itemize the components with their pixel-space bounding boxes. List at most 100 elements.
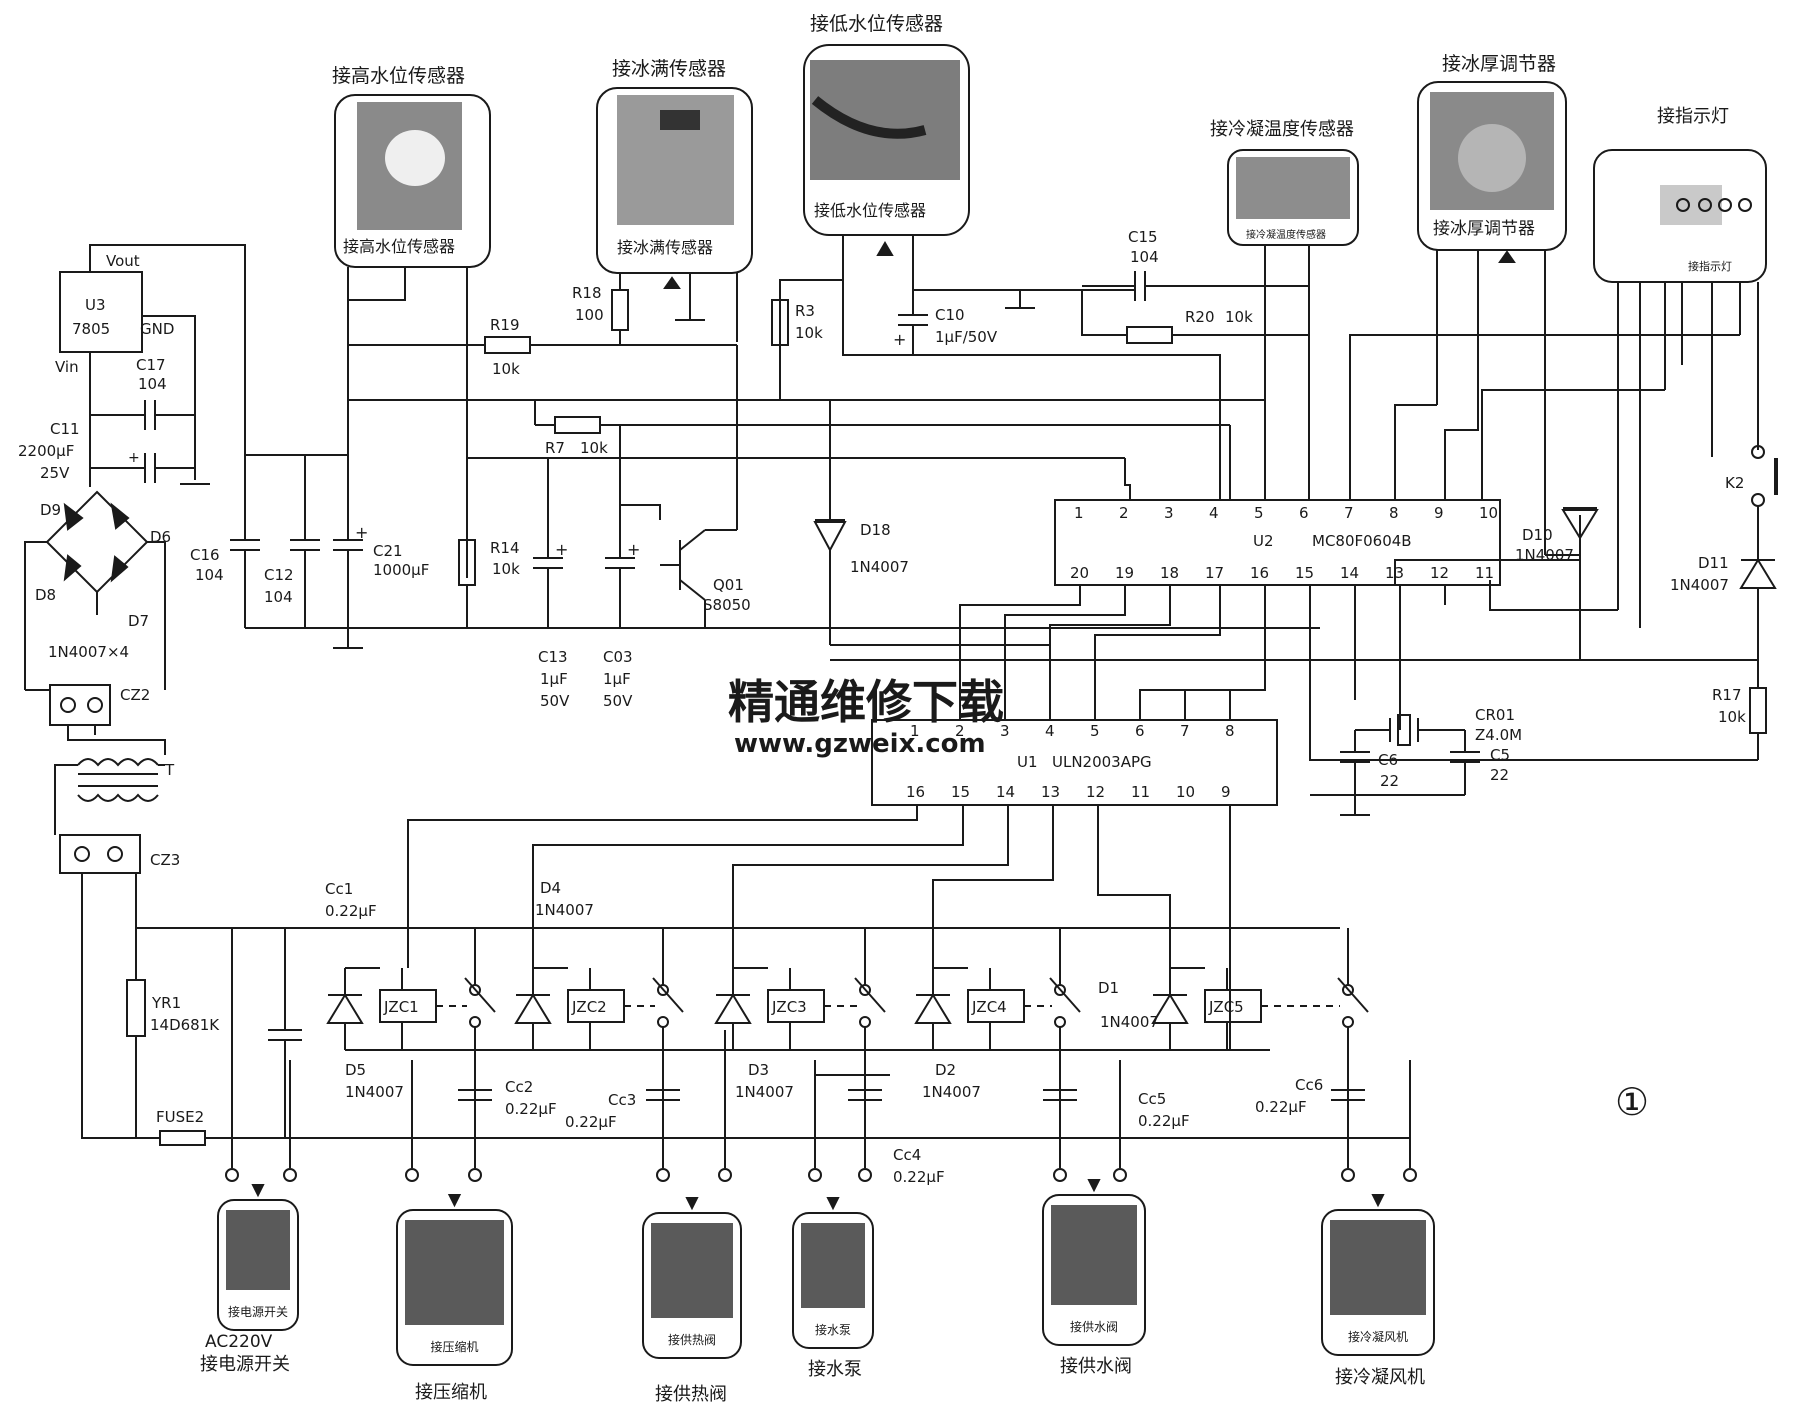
c11-value: 2200μF — [18, 442, 74, 460]
cr01-ref: CR01 — [1475, 706, 1515, 724]
u1-chip-body — [871, 719, 1278, 806]
d10-ref: D10 — [1522, 526, 1553, 544]
terminal-icon — [225, 1168, 239, 1182]
snubber-cap-value: 0.22μF — [893, 1168, 945, 1186]
arrow-down-icon — [826, 1197, 840, 1211]
c5-ref: C5 — [1490, 746, 1510, 764]
u1-pin-3: 3 — [1000, 722, 1010, 740]
u2-pin-10: 10 — [1479, 504, 1498, 522]
u1-pin-8: 8 — [1225, 722, 1235, 740]
relay-diode-icon — [326, 993, 364, 1024]
r14-value: 10k — [492, 560, 520, 578]
c16-ref: C16 — [190, 546, 220, 564]
ice-thickness-photo-label: 接冰厚调节器 — [1433, 219, 1535, 239]
sensor-ice-full: 接冰满传感器 接冰满传感器 — [596, 58, 753, 342]
u2-pin-12: 12 — [1430, 564, 1449, 582]
terminal-icon — [405, 1168, 419, 1182]
high-water-title: 接高水位传感器 — [332, 65, 465, 87]
sensor-high-water: 接高水位传感器 接高水位传感器 — [332, 65, 491, 578]
u2-pin-7: 7 — [1344, 504, 1354, 522]
load-caption: 接供热阀 — [655, 1384, 727, 1405]
snubber-cap-value: 0.22μF — [565, 1113, 617, 1131]
ice-full-photo-label: 接冰满传感器 — [617, 238, 713, 257]
r17-ref: R17 — [1712, 686, 1742, 704]
sensor-condense-temp: 接冷凝温度传感器 接冷凝温度传感器 — [1210, 119, 1359, 500]
svg-text:+: + — [355, 523, 368, 542]
sensor-low-water: 接低水位传感器 接低水位传感器 — [779, 13, 970, 395]
u2-pin-16: 16 — [1250, 564, 1269, 582]
c6-ref: C6 — [1378, 751, 1398, 769]
high-water-photo-frame — [334, 94, 491, 268]
snubber-cap-ref: Cc6 — [1295, 1076, 1323, 1094]
u3-regulator-box — [59, 271, 143, 353]
relay-diode-ref: D3 — [748, 1061, 769, 1079]
u2-pin-20: 20 — [1070, 564, 1089, 582]
load-photo-frame — [1321, 1209, 1435, 1356]
snubber-cap-ref: Cc1 — [325, 880, 353, 898]
d7-label: D7 — [128, 612, 149, 630]
u2-pin-11: 11 — [1475, 564, 1494, 582]
u2-chip-body — [1054, 499, 1501, 586]
low-water-photo — [810, 60, 960, 180]
snubber-cap-value: 0.22μF — [505, 1100, 557, 1118]
r19-ref: R19 — [490, 316, 520, 334]
condense-temp-photo-label: 接冷凝温度传感器 — [1246, 228, 1326, 241]
c17-ref: C17 — [136, 356, 166, 374]
u1-pin-14: 14 — [996, 783, 1015, 801]
indicator-title: 接指示灯 — [1657, 106, 1729, 127]
svg-text:+: + — [627, 540, 640, 559]
u2-pin-14: 14 — [1340, 564, 1359, 582]
control-circuit: R19 10k R18 100 R7 10k R14 10k + C13 1μF — [348, 228, 1309, 720]
d11-ref: D11 — [1698, 554, 1729, 572]
r17-value: 10k — [1718, 708, 1746, 726]
snubber-cap-ref: Cc2 — [505, 1078, 533, 1096]
c15-ref: C15 — [1128, 228, 1158, 246]
relay-contact-icon — [469, 1016, 481, 1028]
u2-pin-9: 9 — [1434, 504, 1444, 522]
relay-coil-label: JZC4 — [971, 998, 1007, 1016]
u2-pin-6: 6 — [1299, 504, 1309, 522]
bridge-note: 1N4007×4 — [48, 643, 129, 661]
terminal-icon — [656, 1168, 670, 1182]
relay-coil-label: JZC1 — [383, 998, 419, 1016]
c11-ref: C11 — [50, 420, 80, 438]
q01-part: S8050 — [703, 596, 751, 614]
u2-part: MC80F0604B — [1312, 532, 1412, 550]
power-supply: U3 7805 Vout GND Vin C17 104 + C11 2200μ… — [18, 244, 1410, 1146]
arrow-down-icon — [1371, 1194, 1385, 1208]
load-photo — [1051, 1205, 1137, 1305]
terminal-icon — [1403, 1168, 1417, 1182]
u1-pin-15: 15 — [951, 783, 970, 801]
snubber-cap-value: 0.22μF — [325, 902, 377, 920]
c21-ref: C21 — [373, 542, 403, 560]
relay-diode-icon — [514, 993, 552, 1024]
u1-pin-6: 6 — [1135, 722, 1145, 740]
u1-pin-2: 2 — [955, 722, 965, 740]
transformer-primary — [77, 758, 159, 767]
u1-pin-7: 7 — [1180, 722, 1190, 740]
relay-diode-icon — [914, 993, 952, 1024]
fuse-label: FUSE2 — [156, 1108, 204, 1126]
u3-part: 7805 — [72, 320, 110, 338]
figure-number: ① — [1615, 1080, 1649, 1124]
r19-value: 10k — [492, 360, 520, 378]
load-photo-frame — [792, 1212, 874, 1349]
indicator-photo-label: 接指示灯 — [1688, 259, 1732, 273]
u2-pin-15: 15 — [1295, 564, 1314, 582]
u1-pin-10: 10 — [1176, 783, 1195, 801]
relay-diode-part: 1N4007 — [535, 901, 594, 919]
snubber-cap-ref: Cc3 — [608, 1091, 636, 1109]
u1-pin-12: 12 — [1086, 783, 1105, 801]
c12-value: 104 — [264, 588, 293, 606]
c11-voltage: 25V — [40, 464, 70, 482]
arrow-down-icon — [1087, 1179, 1101, 1193]
r20-ref: R20 — [1185, 308, 1215, 326]
snubber-cap-ref: Cc4 — [893, 1146, 921, 1164]
transformer-secondary — [77, 793, 159, 802]
relay-units: JZC1D51N4007JZC2D41N4007JZC3D31N4007JZC4… — [225, 879, 1417, 1186]
load-caption: 接电源开关 — [200, 1354, 290, 1375]
